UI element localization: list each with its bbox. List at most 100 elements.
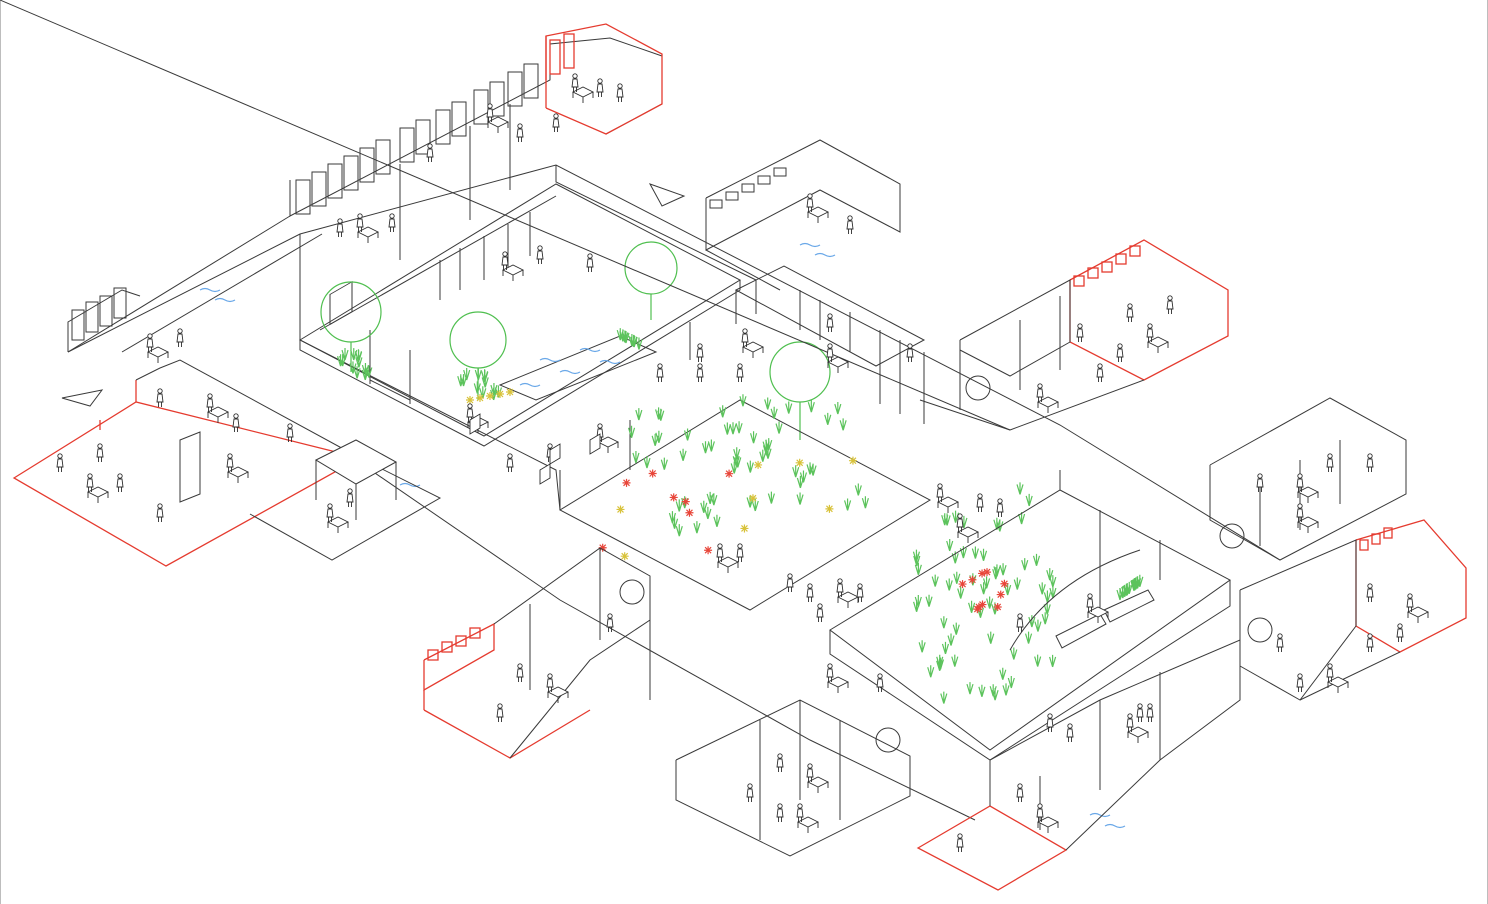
person-icon — [546, 673, 554, 692]
person-icon — [1096, 363, 1104, 382]
plant-icon — [946, 539, 954, 552]
flower-icon — [1000, 579, 1009, 588]
plant-icon — [991, 688, 999, 701]
plant-icon — [1038, 582, 1046, 595]
plant-icon — [704, 506, 712, 520]
east-upper-wing — [0, 0, 1145, 431]
plant-icon — [979, 548, 988, 561]
plant-icon — [473, 381, 481, 394]
person-icon — [996, 498, 1004, 517]
table-icon — [571, 86, 595, 103]
person-icon — [1366, 633, 1374, 652]
flower-icon — [993, 602, 1002, 611]
person-icon — [1126, 303, 1134, 322]
table-icon — [936, 496, 960, 513]
person-icon — [1016, 613, 1024, 632]
person-icon — [596, 78, 604, 97]
table-icon — [741, 341, 765, 358]
table-icon — [806, 206, 830, 223]
plant-icon — [1007, 676, 1015, 689]
plant-icon — [353, 366, 361, 379]
plant-icon — [632, 450, 640, 464]
table-icon — [796, 816, 820, 833]
flower-icon — [825, 504, 834, 513]
person-icon — [1116, 343, 1124, 362]
plant-icon — [799, 470, 808, 483]
easel-icon — [589, 433, 601, 455]
flower-icon — [978, 569, 987, 578]
plant-icon — [1043, 590, 1051, 603]
plant-icon — [1032, 553, 1041, 566]
plant-icon — [616, 328, 624, 341]
person-icon — [786, 573, 794, 592]
person-icon — [86, 473, 94, 492]
table-icon — [356, 226, 380, 243]
plant-icon — [824, 412, 832, 426]
plant-icon — [1024, 631, 1033, 644]
person-icon — [826, 343, 834, 362]
table-icon — [226, 466, 250, 483]
ne-classroom — [648, 139, 901, 291]
person-icon — [1296, 503, 1304, 522]
central-garden — [558, 322, 932, 611]
person-icon — [1166, 295, 1174, 314]
plant-icon — [361, 363, 370, 376]
person-icon — [346, 488, 354, 507]
plant-icon — [806, 462, 814, 475]
plant-icon — [735, 421, 743, 434]
person-icon — [176, 328, 184, 347]
table-icon — [1326, 676, 1350, 693]
plant-icon — [1046, 568, 1054, 581]
person-icon — [776, 753, 784, 772]
plant-icon — [1049, 654, 1057, 668]
plant-icon — [844, 498, 852, 511]
reflecting-pool — [199, 242, 1126, 829]
plant-icon — [463, 368, 471, 381]
plant-icon — [764, 446, 772, 459]
plant-icon — [983, 576, 991, 589]
table-icon — [86, 486, 110, 503]
person-icon — [976, 493, 984, 512]
plant-icon — [927, 665, 935, 678]
flower-icon — [466, 396, 474, 404]
flower-icon — [740, 524, 749, 533]
person-icon — [1146, 703, 1154, 722]
east-lower-block — [1239, 539, 1401, 701]
easel-icon — [549, 443, 561, 465]
person-icon — [1396, 623, 1404, 642]
person-icon — [1016, 783, 1024, 802]
person-icon — [696, 343, 704, 362]
plant-icon — [943, 513, 951, 526]
plant-icon — [490, 383, 498, 396]
plant-icon — [693, 521, 701, 534]
plant-icon — [643, 456, 651, 469]
plant-icon — [1004, 583, 1012, 596]
person-icon — [501, 251, 509, 270]
plant-icon — [912, 549, 921, 562]
person-icon — [846, 215, 854, 234]
central-corridor-floor — [67, 164, 1281, 821]
flower-icon — [685, 508, 694, 517]
table-icon — [1086, 606, 1110, 623]
plant-icon — [679, 448, 687, 461]
table-icon — [501, 264, 525, 281]
table-icon — [956, 526, 980, 543]
person-icon — [571, 73, 579, 92]
person-icon — [232, 413, 240, 432]
plant-icon — [834, 402, 842, 415]
person-icon — [206, 393, 214, 412]
table-icon — [596, 436, 620, 453]
plant-icon — [770, 406, 778, 419]
plant-icon — [739, 394, 747, 407]
person-icon — [741, 328, 749, 347]
person-icon — [156, 388, 164, 407]
plant-icon — [999, 563, 1007, 576]
plant-icon — [655, 430, 663, 443]
person-icon — [1036, 803, 1044, 822]
person-icon — [56, 453, 64, 472]
table-icon — [1406, 606, 1430, 623]
plant-icon — [775, 421, 783, 434]
plant-icon — [796, 492, 804, 505]
table-icon — [836, 591, 860, 608]
person-icon — [1066, 723, 1074, 742]
